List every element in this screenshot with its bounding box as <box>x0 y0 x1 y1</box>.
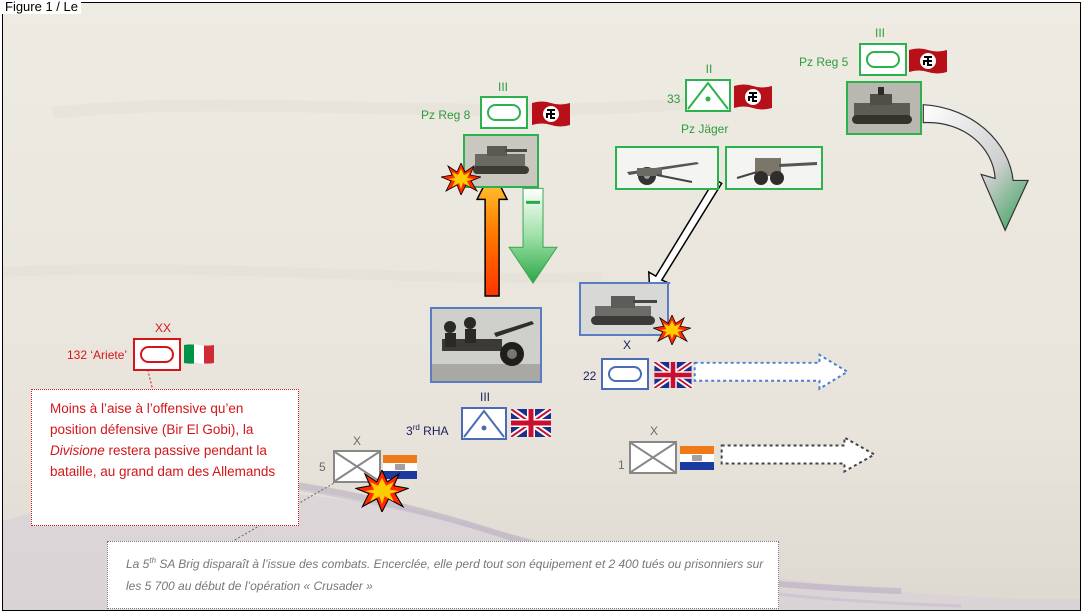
ariete-label: 132 ‘Ariete’ <box>67 348 128 362</box>
infantry-cross-icon <box>630 442 676 473</box>
22-brig-arrow <box>693 353 850 391</box>
explosion-icon <box>441 163 481 195</box>
german-flag-icon <box>909 47 947 80</box>
union-jack-flag-icon <box>509 406 553 442</box>
3rd-rha-artillery-symbol[interactable] <box>461 407 507 440</box>
1-sa-brig-echelon: X <box>649 424 658 438</box>
1-sa-brig-number: 1 <box>618 458 625 472</box>
22-brig-armor-symbol[interactable] <box>601 358 649 390</box>
5-sa-brig-note: La 5th SA Brig disparaît à l’issue des c… <box>107 541 779 609</box>
armor-oval-icon <box>866 51 900 68</box>
union-jack-flag-icon <box>652 359 694 393</box>
explosion-icon <box>653 315 691 345</box>
5-sa-brig-infantry-symbol[interactable] <box>333 450 381 483</box>
units-overlay: III Pz Reg 8 II 33 Pz Jäger III <box>3 3 1080 610</box>
pz-reg-5-echelon: III <box>874 26 885 40</box>
pz-jager-label: Pz Jäger <box>681 122 729 136</box>
armor-oval-icon <box>140 346 174 363</box>
german-counterattack-arrow <box>508 187 558 284</box>
italian-flag-icon <box>184 343 214 370</box>
armor-oval-icon <box>487 104 521 121</box>
pz-reg-5-tank-photo <box>846 81 922 135</box>
ariete-echelon: XX <box>154 321 171 335</box>
pz-reg-5-armor-symbol[interactable] <box>859 43 907 76</box>
22-brig-echelon: X <box>622 338 631 352</box>
ariete-armor-symbol[interactable] <box>133 338 181 371</box>
pz-jager-attack-arrow <box>647 178 723 294</box>
south-african-flag-icon <box>680 446 714 475</box>
antitank-icon <box>687 81 729 110</box>
3rd-rha-echelon: III <box>479 390 490 404</box>
pz-reg-5-curved-arrow <box>922 104 1030 232</box>
5-sa-brig-number: 5 <box>319 460 326 474</box>
22-brig-number: 22 <box>583 369 597 383</box>
pz-jager-symbol[interactable] <box>685 79 731 112</box>
pz-reg-8-armor-symbol[interactable] <box>480 96 528 129</box>
5-sa-brig-echelon: X <box>352 434 361 448</box>
arrows-layer <box>147 104 1030 542</box>
pz-jager-number: 33 <box>667 92 681 106</box>
british-attack-arrow <box>475 167 509 297</box>
1-sa-brig-arrow <box>720 435 877 474</box>
pak-gun-photo-2 <box>725 146 823 190</box>
german-flag-icon <box>734 83 772 116</box>
pz-reg-5-label: Pz Reg 5 <box>799 55 849 69</box>
ariete-callout: Moins à l’aise à l’offensive qu’en posit… <box>31 389 299 526</box>
3rd-rha-label: 3rd RHA <box>406 423 449 438</box>
south-african-flag-icon <box>383 455 417 484</box>
armor-oval-icon <box>608 366 642 382</box>
3rd-rha-gun-photo <box>430 307 542 383</box>
pz-jager-echelon: II <box>705 62 713 76</box>
figure-caption: Figure 1 / Le <box>2 0 81 14</box>
infantry-cross-icon <box>334 451 380 482</box>
explosion-icon <box>355 470 409 512</box>
1-sa-brig-infantry-symbol[interactable] <box>629 441 677 474</box>
pz-reg-8-label: Pz Reg 8 <box>421 108 471 122</box>
antitank-icon <box>463 409 505 438</box>
pz-reg-8-echelon: III <box>497 80 508 94</box>
22-brig-tank-photo <box>579 282 669 336</box>
german-flag-icon <box>532 100 570 133</box>
pak-gun-photo-1 <box>615 146 719 190</box>
